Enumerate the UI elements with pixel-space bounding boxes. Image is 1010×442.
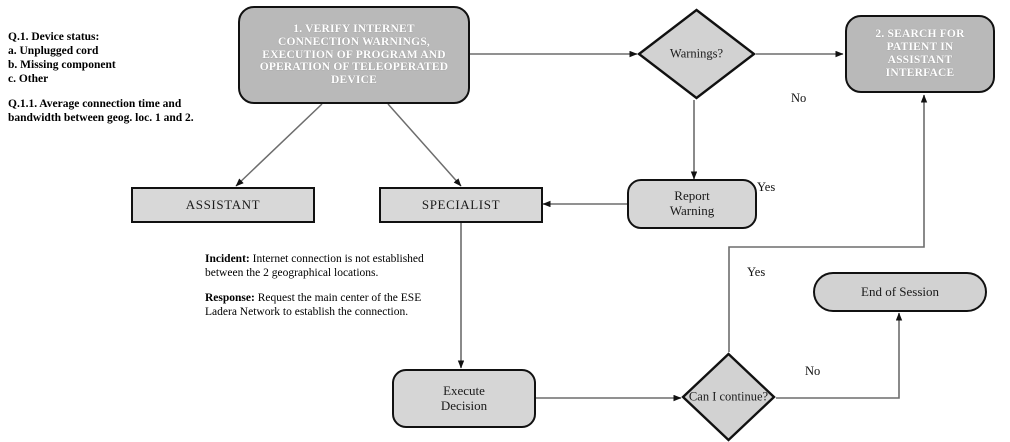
note-ir-spacer [205,280,441,291]
note-response: Response: Request the main center of the… [205,291,441,319]
note-q-spacer [8,86,223,97]
node-can-i-continue-label: Can I continue? [688,389,769,404]
node-execute-decision-label: Execute Decision [440,382,488,413]
node-warnings-label: Warnings? [669,46,724,61]
edge-label-warnings-yes: Yes [757,180,776,194]
note-q-line3: b. Missing component [8,59,116,72]
note-incident-label: Incident: [205,253,250,265]
warnings-diamond-shape [637,8,756,100]
node-warnings-decision[interactable]: Warnings? [637,8,756,100]
note-incident-response: Incident: Internet connection is not est… [205,252,441,319]
note-incident: Incident: Internet connection is not est… [205,252,441,280]
edge-label-continue-no: No [805,364,821,378]
node-can-i-continue-decision[interactable]: Can I continue? [681,352,776,442]
node-specialist-label: SPECIALIST [421,196,501,212]
node-assistant-label: ASSISTANT [185,196,261,212]
node-report-warning[interactable]: Report Warning [627,179,757,229]
node-end-of-session-label: End of Session [861,283,939,299]
note-incident-text: Internet connection is not established b… [205,253,424,280]
edge-label-continue-yes: Yes [747,265,766,279]
edge-verify-to-specialist [387,103,462,187]
note-q-line2: a. Unplugged cord [8,45,99,58]
edge-verify-to-assistant [235,103,323,187]
node-verify-label: 1. VERIFY INTERNET CONNECTION WARNINGS, … [259,22,449,87]
node-execute-decision[interactable]: Execute Decision [392,369,536,428]
note-q-line4: c. Other [8,73,49,86]
note-q-line5: Q.1.1. Average connection time and bandw… [8,98,194,125]
node-assistant[interactable]: ASSISTANT [131,187,315,223]
can-continue-diamond-shape [681,352,776,442]
edge-label-warnings-no: No [791,91,807,105]
node-search-patient-label: 2. SEARCH FOR PATIENT IN ASSISTANT INTER… [875,28,965,79]
edge-continue-no-to-end [776,312,903,399]
note-device-status: Q.1. Device status: a. Unplugged cord b.… [8,30,223,125]
note-response-label: Response: [205,292,255,305]
node-end-of-session[interactable]: End of Session [813,272,987,312]
node-search-patient[interactable]: 2. SEARCH FOR PATIENT IN ASSISTANT INTER… [845,15,995,93]
node-report-warning-label: Report Warning [669,188,715,218]
edge-continue-yes-to-search [728,94,928,352]
note-response-text: Request the main center of the ESE Lader… [205,292,422,319]
note-q-line1: Q.1. Device status: [8,31,100,43]
node-verify-internet-connection[interactable]: 1. VERIFY INTERNET CONNECTION WARNINGS, … [238,6,470,104]
node-specialist[interactable]: SPECIALIST [379,187,543,223]
